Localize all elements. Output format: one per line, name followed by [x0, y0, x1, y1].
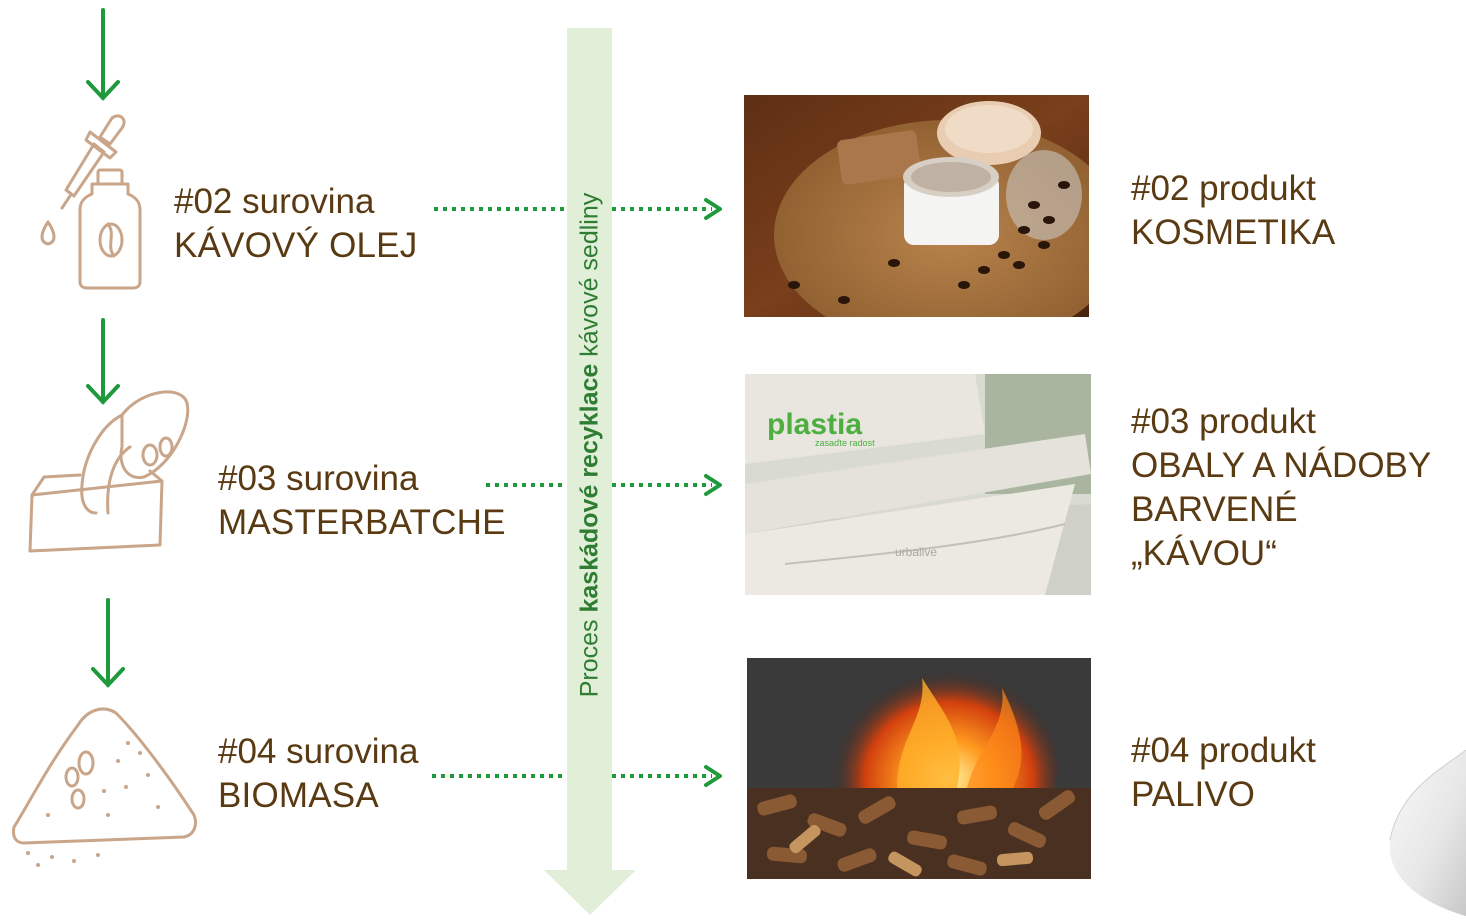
arrowhead-1	[704, 198, 722, 220]
product-main-3: PALIVO	[1131, 775, 1255, 814]
step-sub-2: #03 surovina	[218, 459, 419, 498]
product-sub-3: #04 produkt	[1131, 731, 1316, 770]
urbalive-mark: urbalive	[895, 545, 937, 559]
step-label-3: #04 surovina BIOMASA	[218, 730, 418, 818]
product-label-3: #04 produkt PALIVO	[1131, 729, 1316, 817]
cosmetics-photo	[744, 95, 1089, 317]
dotted-arrows	[432, 198, 722, 787]
step-label-2: #03 surovina MASTERBATCHE	[218, 457, 506, 545]
arrowhead-2	[704, 474, 722, 496]
biomass-pile-icon	[12, 707, 198, 867]
flow-arrows-left	[86, 8, 125, 688]
plastia-logo: plastia	[767, 408, 862, 441]
step-sub-3: #04 surovina	[218, 732, 419, 771]
product-label-1: #02 produkt KOSMETIKA	[1131, 167, 1335, 255]
product-main-2b: BARVENÉ	[1131, 490, 1298, 529]
dropper-bottle-icon	[40, 114, 142, 290]
step-main-1: KÁVOVÝ OLEJ	[174, 226, 418, 265]
product-main-2a: OBALY A NÁDOBY	[1131, 446, 1432, 485]
product-label-2: #03 produkt OBALY A NÁDOBY BARVENÉ „KÁVO…	[1131, 400, 1431, 576]
product-sub-1: #02 produkt	[1131, 169, 1316, 208]
plastia-tagline: zasaďte radost	[815, 438, 875, 448]
process-band	[544, 28, 636, 915]
product-sub-2: #03 produkt	[1131, 402, 1316, 441]
step-main-3: BIOMASA	[218, 776, 379, 815]
step-sub-1: #02 surovina	[174, 182, 375, 221]
page-curl	[1389, 750, 1466, 916]
product-main-1: KOSMETIKA	[1131, 213, 1336, 252]
arrowhead-3	[704, 765, 722, 787]
containers-photo: plastia zasaďte radost urbalive	[745, 374, 1091, 595]
step-main-2: MASTERBATCHE	[218, 503, 506, 542]
product-main-2c: „KÁVOU“	[1131, 534, 1277, 573]
fuel-photo	[747, 658, 1091, 879]
step-label-1: #02 surovina KÁVOVÝ OLEJ	[174, 180, 417, 268]
pouring-beans-icon	[28, 390, 190, 553]
